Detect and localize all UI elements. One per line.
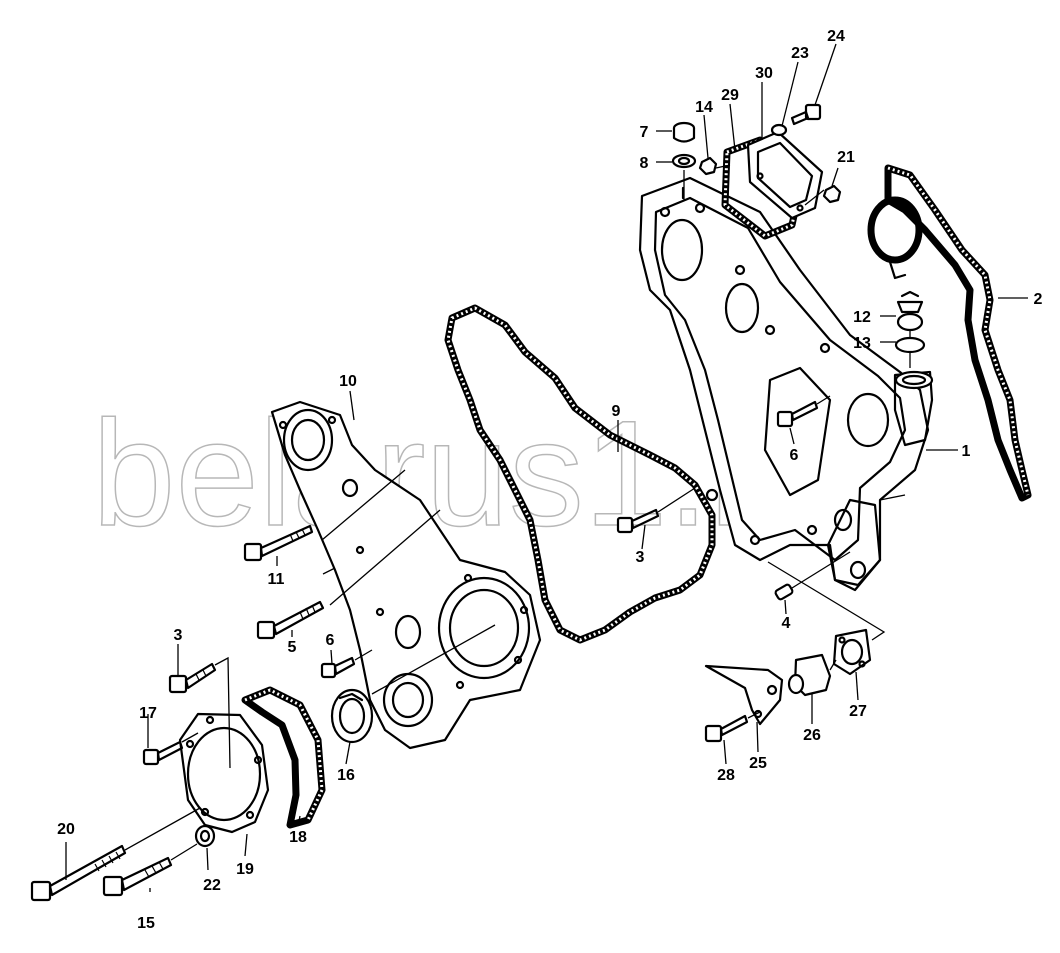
callout-12: 12 bbox=[853, 309, 871, 326]
callout-27: 27 bbox=[849, 703, 867, 720]
callout-4: 4 bbox=[782, 615, 791, 632]
assembly-axis-lines bbox=[124, 164, 911, 861]
part-8-washer bbox=[671, 153, 697, 169]
part-11-bolt bbox=[243, 524, 314, 562]
callout-3-upper: 3 bbox=[636, 549, 645, 566]
part-6-bolt-cover bbox=[320, 656, 356, 679]
callout-8: 8 bbox=[640, 155, 649, 172]
part-20-long-bolt bbox=[30, 844, 127, 902]
part-12-breather-cap bbox=[896, 290, 924, 332]
part-30-inspection-cover bbox=[746, 130, 824, 220]
callout-9: 9 bbox=[612, 403, 621, 420]
part-3-bolt-upper bbox=[616, 508, 660, 534]
callout-23: 23 bbox=[791, 45, 809, 62]
callout-21: 21 bbox=[837, 149, 855, 166]
part-2-housing-gasket bbox=[867, 164, 1032, 502]
callout-18: 18 bbox=[289, 829, 307, 846]
part-24-bolt bbox=[790, 103, 822, 126]
part-19-seal-cover bbox=[178, 712, 270, 834]
callout-25: 25 bbox=[749, 755, 767, 772]
part-1-timing-housing bbox=[638, 176, 934, 592]
part-17-bolt bbox=[142, 740, 184, 766]
callout-6-cover: 6 bbox=[326, 632, 335, 649]
callout-28: 28 bbox=[717, 767, 735, 784]
callout-11: 11 bbox=[268, 571, 285, 588]
part-16-oil-seal bbox=[330, 688, 374, 744]
callout-29: 29 bbox=[721, 87, 739, 104]
part-23-washer bbox=[770, 123, 788, 137]
part-15-bolt bbox=[102, 856, 173, 897]
part-28-bolt bbox=[704, 714, 749, 743]
part-21-nut bbox=[822, 184, 842, 204]
callout-10: 10 bbox=[339, 373, 357, 390]
callout-14: 14 bbox=[695, 99, 713, 116]
callout-leaders bbox=[65, 43, 1028, 892]
callout-6-housing: 6 bbox=[790, 447, 799, 464]
callout-17: 17 bbox=[139, 705, 157, 722]
part-25-bracket bbox=[704, 664, 784, 726]
callout-3-lower: 3 bbox=[174, 627, 183, 644]
callout-labels: 1 2 3 3 4 5 6 6 7 8 9 10 11 12 13 14 15 … bbox=[57, 28, 1042, 932]
part-13-o-ring bbox=[894, 336, 926, 354]
part-4-dowel-pin bbox=[774, 583, 794, 601]
callout-15: 15 bbox=[137, 915, 155, 932]
part-27-flange-gasket bbox=[832, 628, 872, 676]
part-22-nut bbox=[194, 824, 216, 848]
callout-26: 26 bbox=[803, 727, 821, 744]
callout-7: 7 bbox=[640, 124, 649, 141]
part-26-adapter bbox=[787, 653, 832, 697]
callout-20: 20 bbox=[57, 821, 75, 838]
callout-16: 16 bbox=[337, 767, 355, 784]
part-14-nut bbox=[698, 156, 718, 176]
callout-5: 5 bbox=[288, 639, 297, 656]
part-3-bolt-lower bbox=[168, 662, 217, 694]
callout-30: 30 bbox=[755, 65, 773, 82]
part-6-bolt-housing bbox=[776, 400, 819, 428]
part-7-plug bbox=[672, 121, 696, 143]
callout-19: 19 bbox=[236, 861, 254, 878]
callout-13: 13 bbox=[853, 335, 871, 352]
callout-24: 24 bbox=[827, 28, 845, 45]
part-9-cover-gasket bbox=[444, 304, 716, 644]
callout-1: 1 bbox=[962, 443, 971, 460]
callout-2: 2 bbox=[1034, 291, 1043, 308]
callout-22: 22 bbox=[203, 877, 221, 894]
part-5-bolt bbox=[256, 600, 325, 640]
